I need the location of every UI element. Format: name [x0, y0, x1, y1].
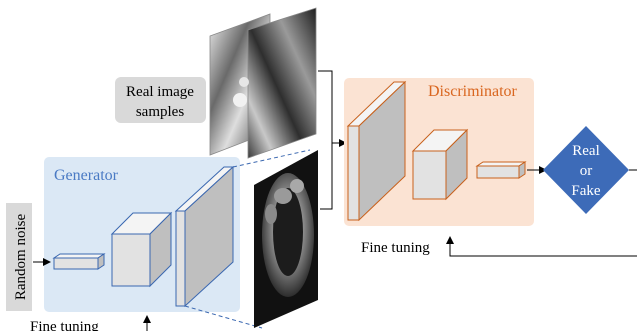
generated-image: [254, 150, 318, 328]
discriminator-fine-tuning-arrow: [446, 236, 637, 257]
decision-label-line1: Real: [572, 143, 600, 159]
random-noise-label-box: [6, 203, 32, 311]
real-samples-to-discriminator-arrow: [318, 70, 347, 147]
real-image-samples: [209, 7, 317, 159]
real-or-fake-decision: [543, 126, 629, 214]
discriminator-title: Discriminator: [428, 83, 518, 100]
projection-line-top: [232, 149, 311, 168]
generator-fine-tuning-label: Fine tuning: [30, 319, 99, 331]
decision-label-line2: or: [580, 163, 593, 179]
generator-layer-2: [110, 211, 173, 288]
discriminator-layer-1: [346, 80, 407, 222]
real-samples-label-line1: Real image: [126, 84, 194, 100]
generator-title: Generator: [54, 167, 119, 184]
generated-to-discriminator-arrow: [320, 143, 333, 210]
real-sample-image-front: [247, 7, 317, 159]
discriminator-layer-3: [475, 161, 527, 179]
generator-layer-1: [52, 253, 106, 270]
discriminator-layer-2: [411, 128, 469, 201]
generator-layer-3: [174, 165, 235, 308]
discriminator-fine-tuning-label: Fine tuning: [361, 240, 430, 256]
decision-label-line3: Fake: [571, 183, 601, 199]
real-samples-label-box: [115, 77, 206, 123]
projection-line-bottom: [184, 305, 263, 329]
random-noise-label: Random noise: [13, 214, 29, 301]
real-samples-label-line2: samples: [136, 104, 184, 120]
